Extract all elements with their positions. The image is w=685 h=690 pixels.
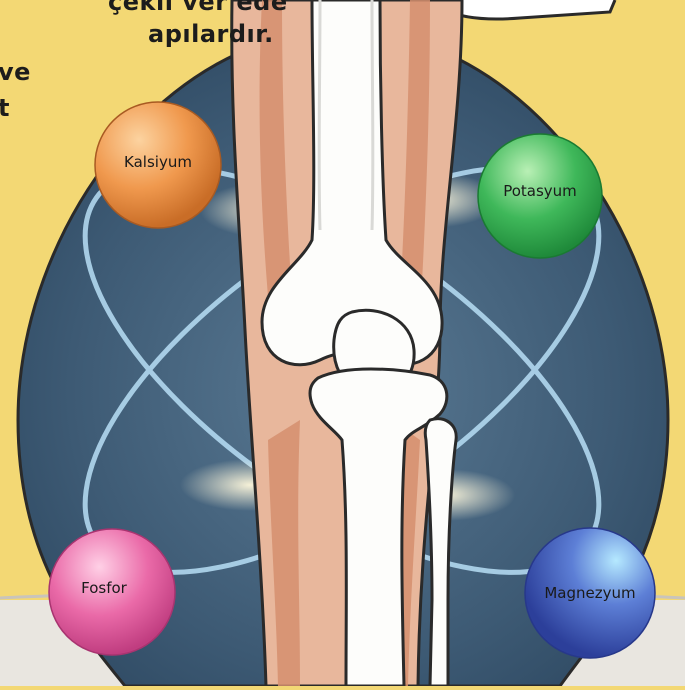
text-line: t [0, 92, 10, 124]
mineral-kalsiyum: Kalsiyum [95, 102, 221, 228]
mineral-label-kalsiyum: Kalsiyum [124, 153, 192, 171]
mineral-fosfor: Fosfor [49, 529, 175, 655]
text-line: apılardır. [148, 18, 274, 50]
mineral-label-fosfor: Fosfor [81, 579, 128, 597]
mineral-label-magnezyum: Magnezyum [544, 584, 635, 602]
mineral-magnezyum: Magnezyum [525, 528, 655, 658]
mineral-label-potasyum: Potasyum [503, 182, 577, 200]
speech-box-edge [445, 0, 615, 19]
mineral-potasyum: Potasyum [478, 134, 602, 258]
text-line: ve [0, 56, 31, 88]
text-line: çekil ver ede [108, 0, 288, 18]
